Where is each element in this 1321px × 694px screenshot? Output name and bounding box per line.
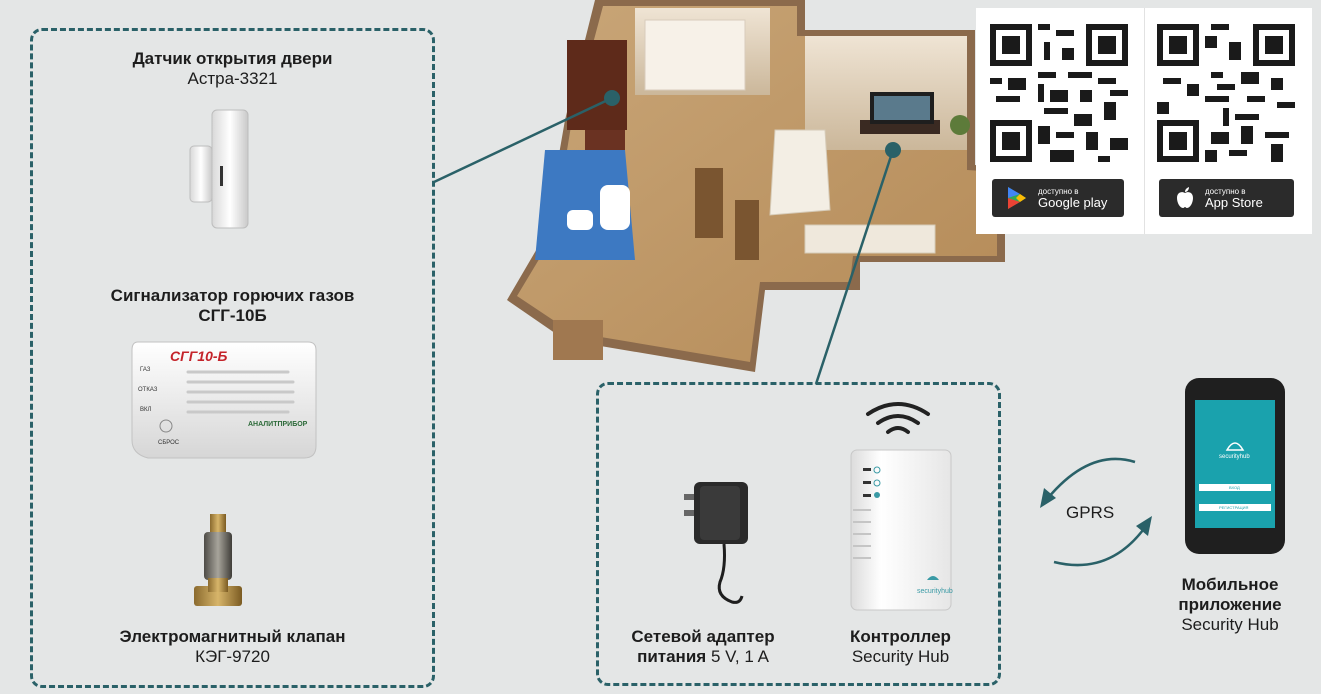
google-play-text: Google play <box>1038 194 1108 210</box>
adapter-title2: питания <box>637 647 707 666</box>
phone-login-button: ВХОД <box>1229 485 1240 490</box>
wifi-signal-icon <box>864 400 932 440</box>
fault-indicator-label: ОТКАЗ <box>138 387 158 393</box>
adapter-title: Сетевой адаптер <box>631 627 775 646</box>
phone-register-button: РЕГИСТРАЦИЯ <box>1219 505 1249 510</box>
apartment-plan-image <box>505 0 1130 372</box>
gas-alarm-title: Сигнализатор горючих газов <box>110 286 355 305</box>
app-store-qr-code[interactable] <box>1157 24 1295 162</box>
valve-label: Электромагнитный клапан КЭГ-9720 <box>60 627 405 667</box>
door-sensor-model: Астра-3321 <box>187 69 278 88</box>
power-indicator-label: ВКЛ <box>140 407 152 413</box>
power-adapter-image <box>680 478 760 608</box>
gas-alarm-image: СГГ10-Б ГАЗ ОТКАЗ ВКЛ СБРОС АНАЛИТПРИБОР <box>128 336 320 464</box>
google-play-button[interactable]: доступно в Google play <box>992 179 1124 217</box>
app-store-text: App Store <box>1205 194 1263 210</box>
mobile-app-label: Мобильное приложение Security Hub <box>1150 575 1310 635</box>
controller-name: Security Hub <box>851 647 950 666</box>
smartphone-image: securityhub ВХОД РЕГИСТРАЦИЯ <box>1185 378 1285 556</box>
controller-title: Контроллер <box>850 627 951 646</box>
app-store-button[interactable]: доступно в App Store <box>1159 179 1294 217</box>
adapter-label: Сетевой адаптер питания 5 V, 1 A <box>610 627 796 667</box>
app-store-small-text: доступно в <box>1205 186 1246 196</box>
phone-screen-brand: securityhub <box>1219 454 1250 460</box>
gas-alarm-model: СГГ-10Б <box>198 306 267 325</box>
gas-alarm-brand: СГГ10-Б <box>170 348 228 364</box>
gas-indicator-label: ГАЗ <box>140 367 151 373</box>
valve-model: КЭГ-9720 <box>195 647 270 666</box>
door-sensor-image <box>186 106 256 232</box>
gprs-label: GPRS <box>1066 503 1115 522</box>
door-sensor-title: Датчик открытия двери <box>132 49 333 68</box>
controller-brand: securityhub <box>917 588 953 595</box>
google-play-small-text: доступно в <box>1038 186 1079 196</box>
valve-image <box>192 512 244 612</box>
door-sensor-label: Датчик открытия двери Астра-3321 <box>60 49 405 89</box>
gprs-arrow-head-right <box>1136 516 1152 536</box>
mobile-title2: приложение <box>1178 595 1282 614</box>
gprs-arrow-head-left <box>1040 488 1056 508</box>
gas-alarm-label: Сигнализатор горючих газов СГГ-10Б <box>60 286 405 326</box>
apple-icon <box>1177 187 1193 208</box>
gprs-arrows <box>1040 457 1152 567</box>
controller-set-panel <box>596 382 1001 686</box>
controller-label: Контроллер Security Hub <box>818 627 983 667</box>
maker-logo: АНАЛИТПРИБОР <box>248 421 308 428</box>
mobile-title1: Мобильное <box>1181 575 1279 594</box>
security-hub-controller-image: securityhub <box>849 448 953 612</box>
security-hub-logo-icon <box>1225 442 1245 451</box>
valve-title: Электромагнитный клапан <box>119 627 346 646</box>
google-play-qr-code[interactable] <box>990 24 1128 162</box>
adapter-spec: 5 V, 1 A <box>710 647 769 666</box>
reset-label: СБРОС <box>158 440 180 446</box>
left-devices-panel <box>30 28 435 688</box>
google-play-icon <box>1008 187 1026 209</box>
mobile-app-name: Security Hub <box>1181 615 1279 634</box>
